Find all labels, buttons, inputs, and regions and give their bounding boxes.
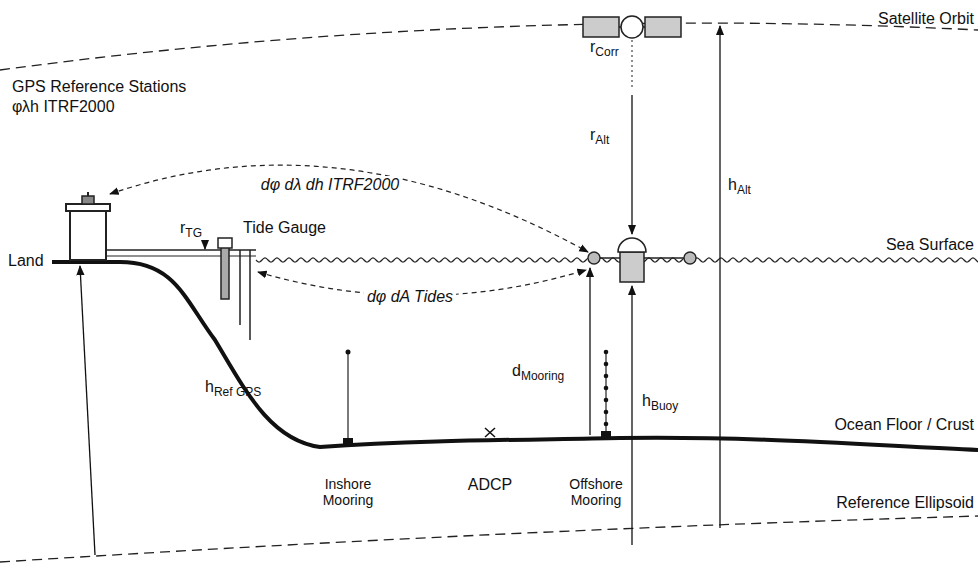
reference-ellipsoid <box>0 516 978 562</box>
mooring-label: Offshore Mooring <box>560 476 632 508</box>
mooring-instrument <box>604 374 609 379</box>
mooring-instrument <box>604 398 609 403</box>
altimeter-range-arrow <box>631 95 632 234</box>
ellipsoid-label: Reference Ellipsoid <box>836 494 974 512</box>
satellite-orbit <box>0 23 978 70</box>
tide-gauge-range-arrow <box>204 240 205 249</box>
depth-symbol: dMooring <box>512 362 564 384</box>
mooring-instrument <box>604 386 609 391</box>
altimeter-height-arrow <box>719 26 720 528</box>
mooring-instrument <box>604 422 609 427</box>
range-symbol: rTG <box>180 219 202 241</box>
ocean-floor-label: Ocean Floor / Crust <box>834 416 974 434</box>
buoy <box>588 238 696 282</box>
itrf-tie-arc <box>110 165 588 252</box>
gps-station <box>66 192 110 260</box>
offshore-mooring <box>601 350 611 439</box>
land-label: Land <box>8 252 44 270</box>
tide-gauge <box>218 238 232 299</box>
mooring-depth-arrow <box>589 268 590 435</box>
sea-surface <box>256 258 978 262</box>
gps-height-arrow <box>80 266 95 555</box>
adcp <box>485 428 495 437</box>
height-symbol: hAlt <box>728 176 751 198</box>
satellite <box>583 16 681 38</box>
height-symbol: hBuoy <box>642 392 678 414</box>
orbit-label: Satellite Orbit <box>878 10 974 28</box>
sea-surface-label: Sea Surface <box>886 236 974 254</box>
adcp-label: ADCP <box>468 476 512 494</box>
pier <box>106 250 256 340</box>
itrf-label: dφ dλ dh ITRF2000 <box>258 176 402 194</box>
buoy-height-arrow <box>631 286 632 545</box>
tide-gauge-label: Tide Gauge <box>243 219 326 237</box>
inshore-mooring <box>343 350 353 447</box>
correction-line <box>631 40 632 90</box>
height-symbol: hRef GPS <box>205 378 261 400</box>
range-symbol: rCorr <box>590 38 619 60</box>
mooring-instrument <box>604 362 609 367</box>
ground-line <box>52 262 978 450</box>
mooring-instrument <box>604 350 609 355</box>
mooring-instrument <box>604 410 609 415</box>
tides-label: dφ dA Tides <box>364 288 456 306</box>
mooring-label: Inshore Mooring <box>312 476 384 508</box>
range-symbol: rAlt <box>590 126 609 148</box>
station-label: GPS Reference Stations <box>12 78 186 96</box>
station-frame-label: φλh ITRF2000 <box>12 98 115 116</box>
